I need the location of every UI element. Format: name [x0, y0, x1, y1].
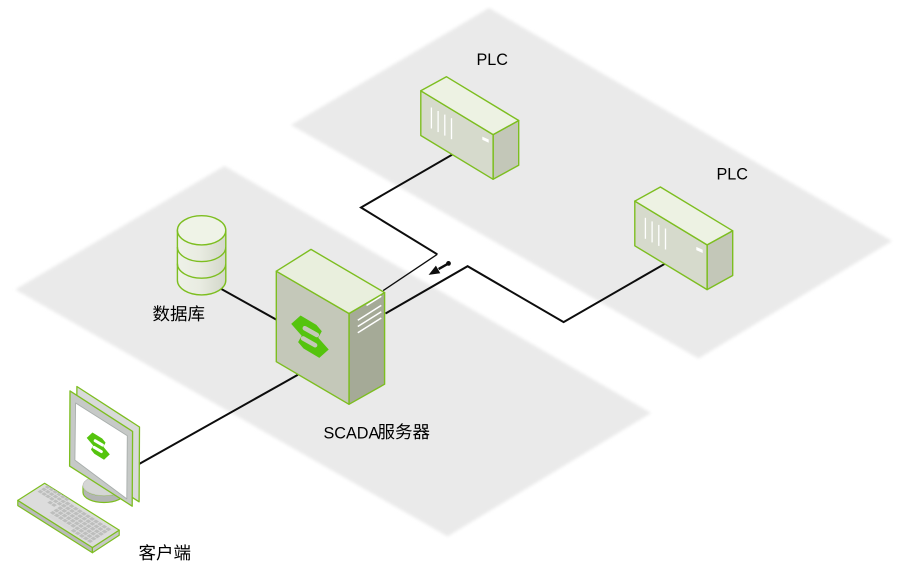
- svg-text:PLC: PLC: [477, 51, 509, 69]
- svg-text:SCADA: SCADA: [324, 425, 380, 443]
- svg-text:PLC: PLC: [717, 166, 749, 184]
